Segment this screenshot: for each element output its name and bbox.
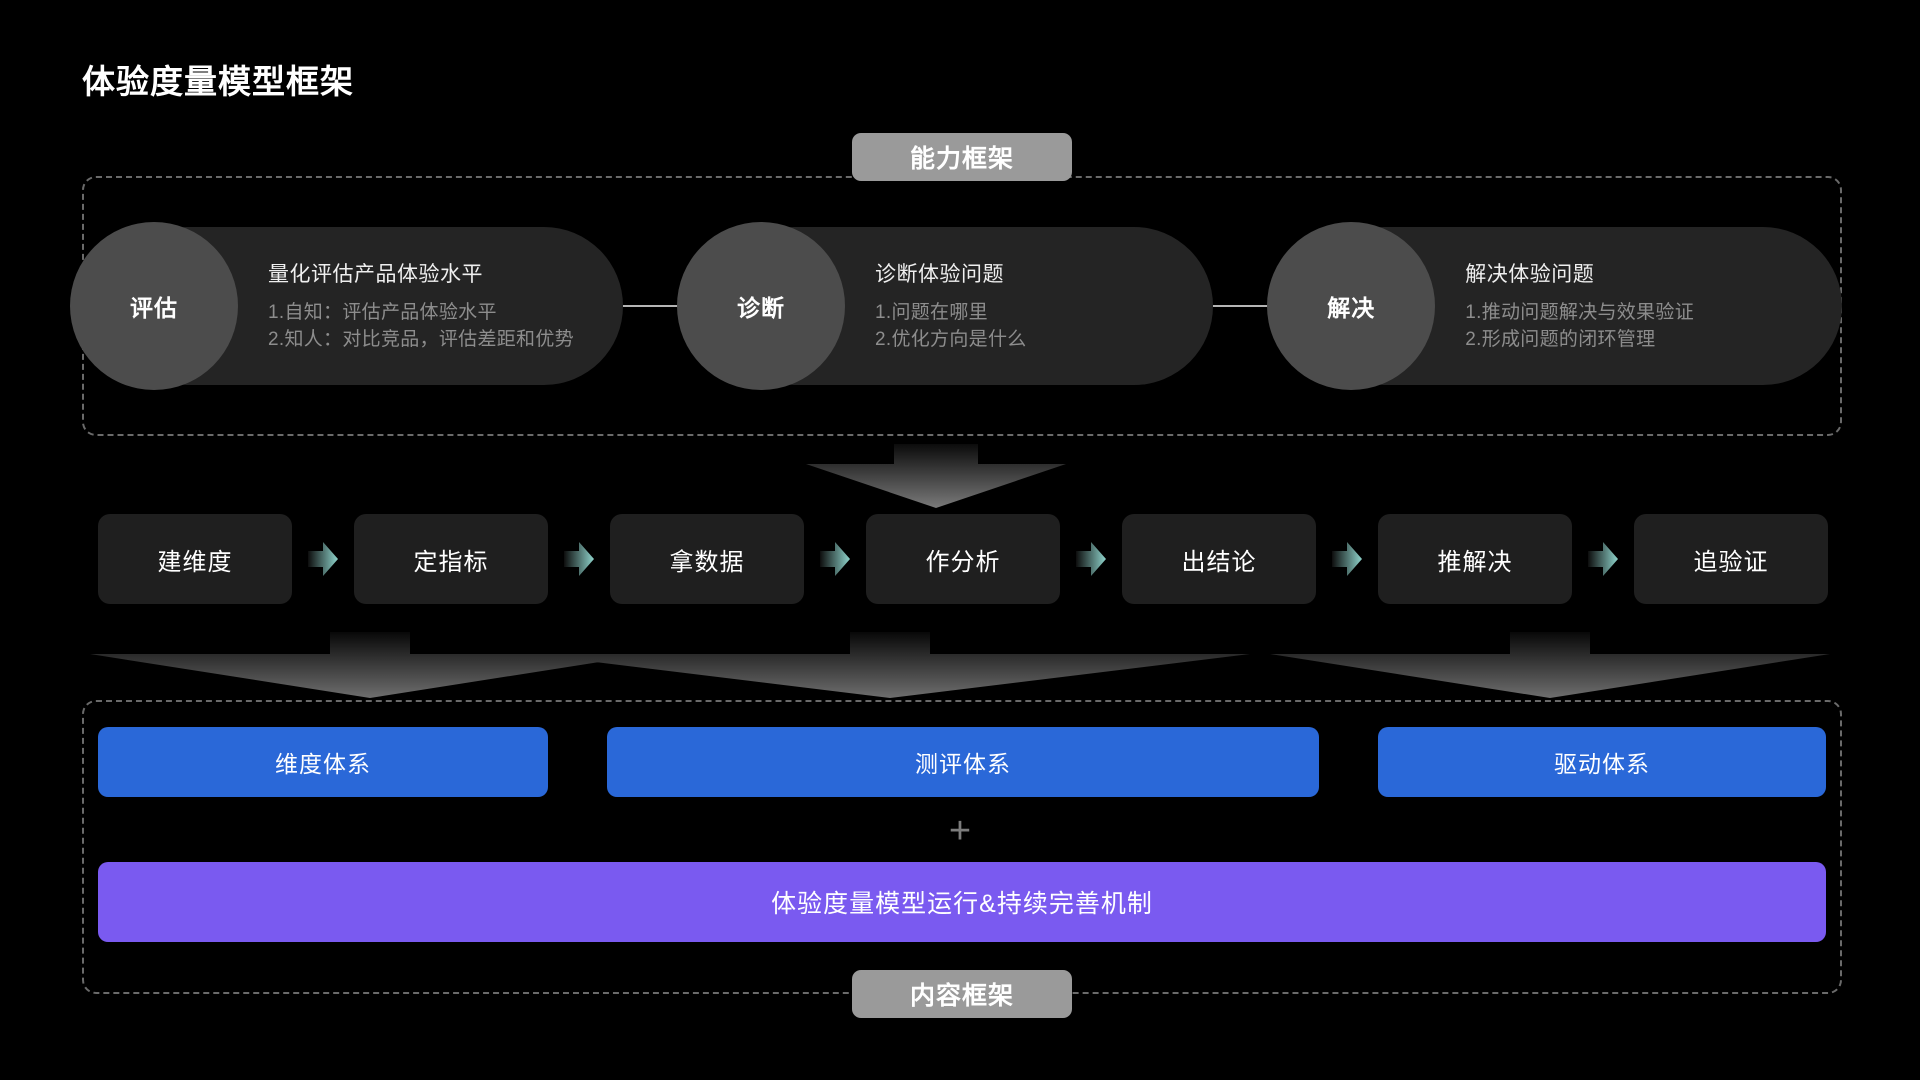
system-bar-dimension[interactable]: 维度体系 [98,727,548,797]
flow-arrow-down-right [1270,632,1830,698]
system-bar-row: 维度体系 测评体系 驱动体系 [98,727,1826,797]
flow-arrow-down-left [90,632,650,698]
capability-card-heading: 诊断体验问题 [875,263,1005,287]
process-step[interactable]: 定指标 [354,514,548,604]
arrow-right-icon [1588,542,1618,576]
capability-card-row: 评估 量化评估产品体验水平 1.自知：评估产品体验水平 2.知人：对比竞品，评估… [70,176,1842,436]
page-title: 体验度量模型框架 [82,63,354,100]
flow-arrow-down-middle [530,632,1250,698]
system-bar-evaluation[interactable]: 测评体系 [607,727,1319,797]
capability-card-assess: 评估 量化评估产品体验水平 1.自知：评估产品体验水平 2.知人：对比竞品，评估… [70,222,624,390]
step-connector-arrow [1316,542,1378,576]
process-step[interactable]: 作分析 [866,514,1060,604]
capability-card-item: 2.优化方向是什么 [875,329,1027,350]
capability-circle-label: 诊断 [677,222,846,390]
capability-card-item: 2.知人：对比竞品，评估差距和优势 [268,329,574,350]
system-bar-driver[interactable]: 驱动体系 [1378,727,1826,797]
arrow-right-icon [820,542,850,576]
step-connector-arrow [1572,542,1634,576]
flow-arrow-down-center [806,444,1066,508]
capability-card-diagnose: 诊断 诊断体验问题 1.问题在哪里 2.优化方向是什么 [677,222,1214,390]
capability-card-item: 1.自知：评估产品体验水平 [268,302,497,324]
step-connector-arrow [1060,542,1122,576]
arrow-down-icon [90,632,650,698]
process-step[interactable]: 追验证 [1634,514,1828,604]
plus-icon: + [948,810,972,852]
arrow-right-icon [308,542,338,576]
step-connector-arrow [548,542,610,576]
arrow-down-icon [530,632,1250,698]
capability-card-text: 量化评估产品体验水平 1.自知：评估产品体验水平 2.知人：对比竞品，评估差距和… [268,258,588,354]
step-connector-arrow [804,542,866,576]
capability-card-item: 2.形成问题的闭环管理 [1465,329,1656,350]
capability-card-solve: 解决 解决体验问题 1.推动问题解决与效果验证 2.形成问题的闭环管理 [1267,222,1842,390]
process-step[interactable]: 出结论 [1122,514,1316,604]
process-step-row: 建维度 定指标 拿数据 作分析 [98,514,1828,604]
mechanism-bar[interactable]: 体验度量模型运行&持续完善机制 [98,862,1826,942]
arrow-right-icon [1332,542,1362,576]
capability-framework-badge: 能力框架 [852,133,1072,181]
arrow-down-icon [806,444,1066,508]
capability-card-text: 解决体验问题 1.推动问题解决与效果验证 2.形成问题的闭环管理 [1465,258,1708,354]
process-step[interactable]: 拿数据 [610,514,804,604]
content-framework-badge: 内容框架 [852,970,1072,1018]
capability-card-item: 1.推动问题解决与效果验证 [1465,302,1695,324]
capability-circle-label: 评估 [70,222,238,390]
process-step[interactable]: 推解决 [1378,514,1572,604]
arrow-right-icon [1076,542,1106,576]
capability-card-text: 诊断体验问题 1.问题在哪里 2.优化方向是什么 [875,258,1041,354]
process-step[interactable]: 建维度 [98,514,292,604]
step-connector-arrow [292,542,354,576]
capability-card-heading: 解决体验问题 [1465,263,1595,287]
capability-circle-label: 解决 [1267,222,1436,390]
capability-card-heading: 量化评估产品体验水平 [268,263,483,287]
capability-card-item: 1.问题在哪里 [875,302,988,324]
arrow-right-icon [564,542,594,576]
arrow-down-icon [1270,632,1830,698]
